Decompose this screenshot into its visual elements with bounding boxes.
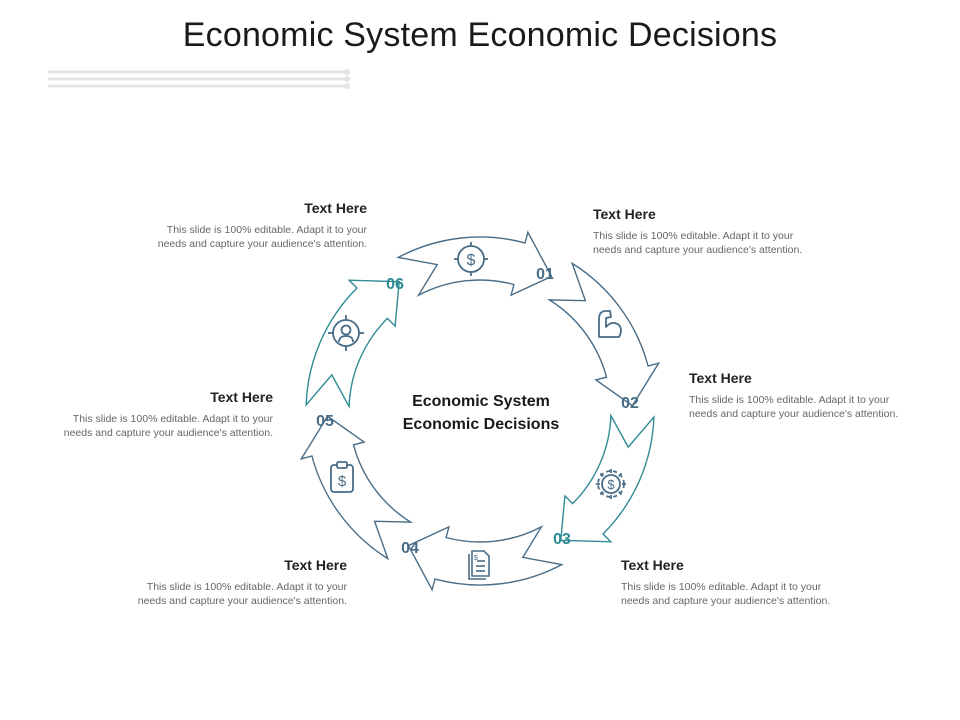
segment-number-06: 06 [386,276,404,293]
segment-number-02: 02 [621,395,639,412]
dollar-circle-icon: $ [454,242,488,276]
callout-heading: Text Here [210,389,273,405]
segment-number-05: 05 [316,413,334,430]
dollar-clipboard-icon: $ [330,461,354,493]
svg-text:$: $ [607,477,615,492]
callout-heading: Text Here [621,557,684,573]
callout-body-line: This slide is 100% editable. Adapt it to… [166,224,367,236]
callout-body-line: needs and capture your audience's attent… [593,243,803,256]
invoice-document-icon: $ [468,550,490,580]
callout-05: Text Here This slide is 100% editable. A… [13,389,273,440]
callout-03: Text Here This slide is 100% editable. A… [621,557,881,608]
callout-heading: Text Here [304,200,367,216]
callout-02: Text Here This slide is 100% editable. A… [689,370,949,421]
callout-body-line: needs and capture your audience's attent… [689,407,899,420]
page-title: Economic System Economic Decisions [182,16,778,54]
callout-body-line: This slide is 100% editable. Adapt it to… [593,230,794,242]
callout-01: Text Here This slide is 100% editable. A… [593,206,853,257]
arrow-segment-02 [546,261,661,407]
callout-body-line: This slide is 100% editable. Adapt it to… [146,581,347,593]
callout-body-line: needs and capture your audience's attent… [137,594,347,607]
segment-number-04: 04 [401,540,419,557]
callout-06: Text Here This slide is 100% editable. A… [107,200,367,251]
arrow-segment-05 [299,415,414,561]
callout-body-line: needs and capture your audience's attent… [621,594,831,607]
callout-04: Text Here This slide is 100% editable. A… [87,557,347,608]
arrow-ring [299,230,661,592]
svg-text:$: $ [474,555,478,562]
segment-number-03: 03 [553,531,571,548]
arrow-segment-03 [560,413,655,543]
callout-body-line: This slide is 100% editable. Adapt it to… [621,581,822,593]
callout-body-line: This slide is 100% editable. Adapt it to… [72,413,273,425]
decorative-lines [48,69,350,89]
callout-heading: Text Here [284,557,347,573]
flexed-arm-icon [598,310,622,338]
callout-body-line: This slide is 100% editable. Adapt it to… [689,394,890,406]
dollar-gear-icon: $ [596,469,626,499]
arrow-segment-06 [305,279,400,409]
center-label: Economic System Economic Decisions [380,390,582,436]
segment-number-01: 01 [536,266,554,283]
callout-heading: Text Here [689,370,752,386]
center-label-line1: Economic System [412,393,550,410]
callout-body-line: needs and capture your audience's attent… [63,426,273,439]
svg-text:$: $ [467,252,476,269]
center-label-line2: Economic Decisions [402,416,560,433]
callout-body-line: needs and capture your audience's attent… [157,237,367,250]
target-person-icon [328,315,364,351]
arrow-segment-01 [396,230,553,298]
arrow-segment-04 [407,524,564,592]
svg-text:$: $ [338,473,347,490]
callout-heading: Text Here [593,206,656,222]
